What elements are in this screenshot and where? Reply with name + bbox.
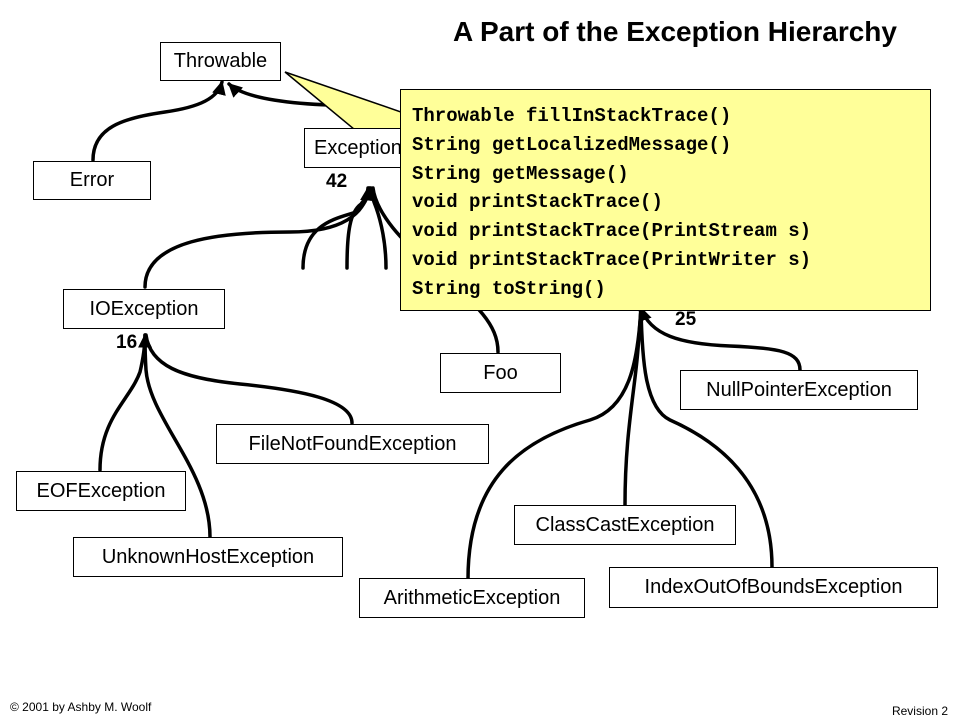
throwable-methods-callout: Throwable fillInStackTrace() String getL… [400,89,931,311]
method-printstacktrace: void printStackTrace() [412,191,663,214]
method-getmessage: String getMessage() [412,162,629,185]
node-arithmetic: ArithmeticException [359,578,585,618]
edge-filenotfound-ioexception [144,333,354,425]
method-getlocalizedmessage: String getLocalizedMessage() [412,133,732,156]
copyright-footer: © 2001 by Ashby M. Woolf [10,700,152,714]
edge-ioexception-exception [143,186,375,289]
node-unknownhost: UnknownHostException [73,537,343,577]
node-ioexception: IOException [63,289,225,329]
node-eofexception: EOFException [16,471,186,511]
edge-eof-ioexception [98,333,152,472]
node-nullpointer: NullPointerException [680,370,918,410]
edge-nullpointer-runtime [638,306,802,372]
count-ioexception: 16 [116,332,138,353]
method-printstacktrace-printstream: void printStackTrace(PrintStream s) [412,220,812,243]
method-fillinstacktrace: Throwable fillInStackTrace() [412,105,732,127]
edge-indexoutofbounds-runtime [639,306,774,569]
count-exception: 42 [326,171,348,192]
edge-fan-2 [345,186,372,270]
slide-title: A Part of the Exception Hierarchy [453,16,897,47]
edge-arithmetic-runtime [466,306,643,581]
edge-classcast-runtime [623,306,643,507]
revision-footer: Revision 2 [891,704,948,718]
edge-fan-1 [301,186,371,270]
node-throwable: Throwable [160,42,281,81]
method-printstacktrace-printwriter: void printStackTrace(PrintWriter s) [412,248,812,271]
count-runtime: 25 [675,309,697,330]
edge-unknownhost-ioexception [143,333,212,539]
method-tostring: String toString() [412,277,606,300]
edge-fan-3 [369,186,388,270]
node-indexoutofbounds: IndexOutOfBoundsException [609,567,938,608]
node-foo: Foo [440,353,561,393]
node-filenotfound: FileNotFoundException [216,424,489,464]
edge-error-throwable [91,80,226,162]
edge-exception-throwable [227,82,332,107]
node-error: Error [33,161,151,200]
node-classcast: ClassCastException [514,505,736,545]
